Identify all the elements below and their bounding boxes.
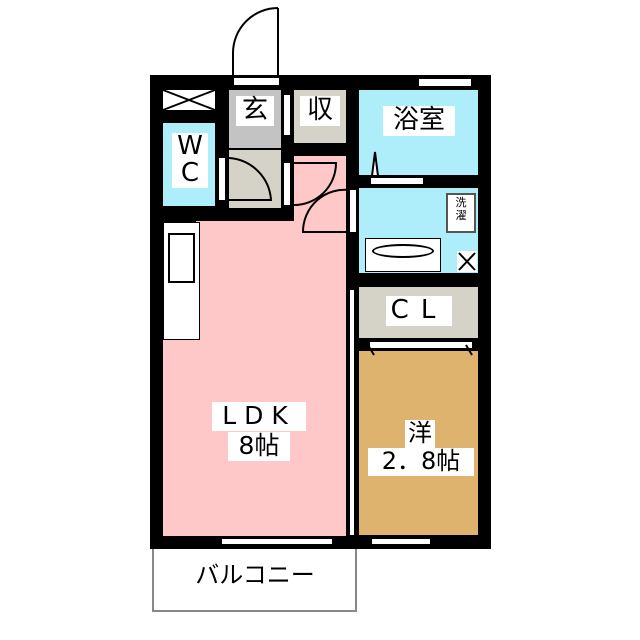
ldk-lower-left [163,340,203,536]
sliding-door [350,290,354,535]
bath-window [419,79,471,86]
bath-step-icon [370,151,380,177]
balcony-label: バルコニー [195,561,315,589]
closet-label: CL [386,295,452,326]
washroom-door-swing [301,188,351,233]
storage-door [284,95,290,135]
shaft-cross-icon [162,89,216,111]
bath-door [371,178,423,184]
bath-label: 浴室 [383,105,455,136]
closet-door [370,342,472,348]
storage-label: 収 [300,95,340,126]
entrance-label: 玄 [236,95,274,126]
western-size: 2．8帖 [368,447,474,476]
ldk-window[interactable] [222,538,332,545]
laundry-label: 洗濯 [451,196,471,223]
ldk-size: 8帖 [228,431,290,461]
western-label: 洋 [405,419,435,448]
hall-door [284,163,290,205]
entrance-door-opening [234,78,279,85]
toilet-label: WC [172,132,208,188]
toilet-door-swing [228,157,273,201]
shaft-cross-icon-2 [458,252,476,271]
washroom-door [350,190,356,232]
sink-icon [168,233,195,283]
toilet-door [219,158,225,200]
hall-door-swing [293,162,338,206]
western-window[interactable] [372,538,430,545]
ldk-label: LDK [212,401,306,431]
ldk-room [196,221,346,536]
balcony [152,549,357,612]
basin-icon [372,244,434,258]
entrance-door-swing [232,7,279,78]
closet-door-marks [367,344,473,356]
